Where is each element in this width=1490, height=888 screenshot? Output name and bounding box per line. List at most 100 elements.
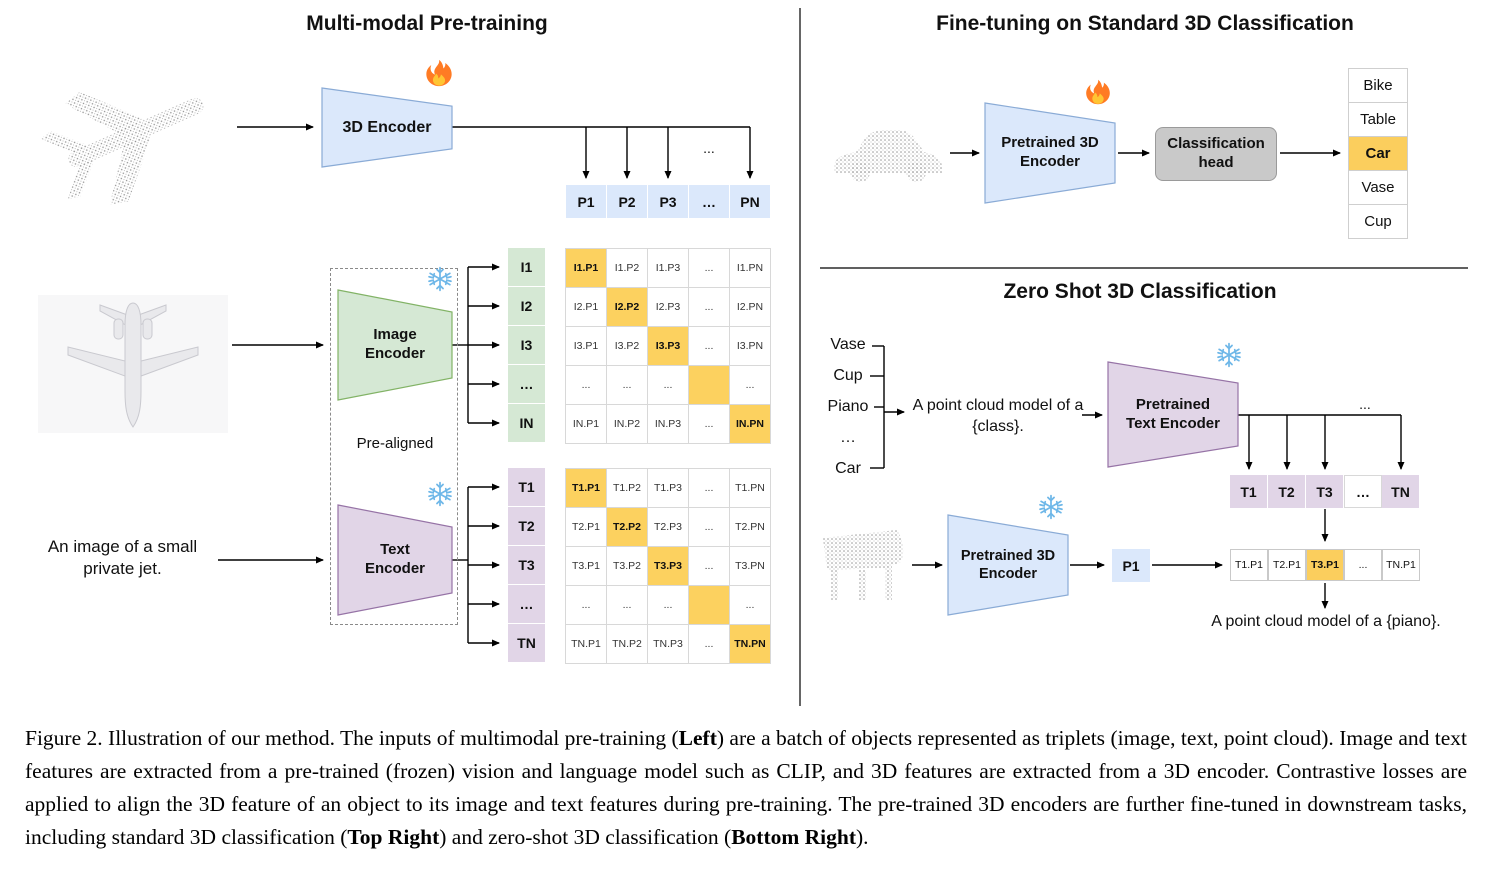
- zeroshot-panel-title: Zero Shot 3D Classification: [1003, 280, 1277, 303]
- matrix-cell: T1.P2: [607, 469, 647, 507]
- matrix-cell: ...: [689, 249, 729, 287]
- class-cell: Cup: [1348, 204, 1408, 239]
- matrix-cell: I3.P1: [566, 327, 606, 365]
- t-cell: …: [508, 585, 545, 623]
- matrix-cell: [689, 586, 729, 624]
- zs-class-label: Vase: [830, 336, 866, 353]
- t-cell: T2: [508, 507, 545, 545]
- t-cell: T3: [508, 546, 545, 584]
- i-cell: I3: [508, 326, 545, 364]
- matrix-cell: ...: [566, 586, 606, 624]
- piano-pointcloud: [815, 518, 910, 606]
- matrix-cell: T1.P1: [566, 469, 606, 507]
- t-cell: T1: [508, 468, 545, 506]
- pretrained-3d-encoder-finetune: Pretrained 3D Encoder: [985, 103, 1115, 203]
- pretrained-text-encoder: Pretrained Text Encoder: [1108, 362, 1238, 467]
- t-cell: T2: [1268, 475, 1306, 508]
- matrix-cell: ...: [730, 366, 770, 404]
- matrix-cell: T2.PN: [730, 508, 770, 546]
- snowflake-icon: [1216, 342, 1242, 368]
- snowflake-icon: [1038, 494, 1064, 520]
- matrix-cell: I2.P2: [607, 288, 647, 326]
- figure-caption: Figure 2. Illustration of our method. Th…: [25, 726, 1467, 849]
- i-cell: …: [508, 365, 545, 403]
- t-cell: T1: [1230, 475, 1268, 508]
- matrix-cell: ...: [566, 366, 606, 404]
- result-cell: T2.P1: [1268, 549, 1306, 581]
- branch-ellipsis: ...: [703, 140, 715, 156]
- matrix-cell: I3.PN: [730, 327, 770, 365]
- prealigned-group-box: [330, 268, 458, 625]
- matrix-cell: IN.PN: [730, 405, 770, 443]
- snowflake-icon: [427, 481, 453, 507]
- prompt-text: A point cloud model of a {class}.: [912, 397, 1084, 435]
- image-encoder-label: Image Encoder: [364, 326, 425, 362]
- image-encoder: Image Encoder: [338, 290, 452, 400]
- matrix-cell: ...: [689, 625, 729, 663]
- 3d-encoder: 3D Encoder: [322, 88, 452, 167]
- left-panel-title: Multi-modal Pre-training: [306, 12, 548, 35]
- input-text-caption: An image of a small private jet.: [47, 537, 198, 579]
- class-cell: Bike: [1348, 68, 1408, 103]
- t-cell: …: [1344, 475, 1382, 508]
- p-cell: P3: [648, 185, 688, 218]
- p-cell: P1: [566, 185, 606, 218]
- fire-icon: [1084, 78, 1112, 106]
- point-feature-cell: P1: [1112, 549, 1150, 582]
- matrix-cell: IN.P1: [566, 405, 606, 443]
- matrix-cell: ...: [689, 547, 729, 585]
- matrix-cell: I1.P3: [648, 249, 688, 287]
- matrix-cell: T2.P1: [566, 508, 606, 546]
- branch-ellipsis: ...: [1359, 396, 1371, 412]
- p-cell: P2: [607, 185, 647, 218]
- matrix-cell: T3.P3: [648, 547, 688, 585]
- text-encoder-label: Text Encoder: [364, 541, 425, 577]
- zs-class-label: …: [840, 429, 856, 446]
- matrix-cell: T1.PN: [730, 469, 770, 507]
- matrix-cell: TN.P1: [566, 625, 606, 663]
- matrix-cell: ...: [689, 405, 729, 443]
- matrix-cell: ...: [607, 586, 647, 624]
- matrix-cell: ...: [689, 288, 729, 326]
- pretrained-text-encoder-label: Pretrained Text Encoder: [1126, 395, 1220, 432]
- finetune-panel-title: Fine-tuning on Standard 3D Classificatio…: [936, 12, 1354, 35]
- result-cell: T1.P1: [1230, 549, 1268, 581]
- i-cell: I1: [508, 248, 545, 286]
- matrix-cell: [689, 366, 729, 404]
- snowflake-icon: [427, 266, 453, 292]
- matrix-cell: IN.P3: [648, 405, 688, 443]
- airplane-pointcloud: [35, 48, 235, 218]
- t-cell: TN: [508, 624, 545, 662]
- matrix-cell: I2.P3: [648, 288, 688, 326]
- fire-icon: [424, 58, 454, 88]
- matrix-cell: I2.PN: [730, 288, 770, 326]
- matrix-cell: I1.PN: [730, 249, 770, 287]
- class-cell: Vase: [1348, 170, 1408, 205]
- matrix-cell: T2.P3: [648, 508, 688, 546]
- matrix-cell: ...: [689, 327, 729, 365]
- prealigned-label: Pre-aligned: [356, 435, 434, 452]
- result-cell: T3.P1: [1306, 549, 1344, 581]
- pretrained-3d-encoder-zeroshot: Pretrained 3D Encoder: [948, 515, 1068, 615]
- matrix-cell: I1.P2: [607, 249, 647, 287]
- matrix-cell: T1.P3: [648, 469, 688, 507]
- p-cell: …: [689, 185, 729, 218]
- result-cell: TN.P1: [1382, 549, 1420, 581]
- matrix-cell: I2.P1: [566, 288, 606, 326]
- matrix-cell: IN.P2: [607, 405, 647, 443]
- 3d-encoder-label: 3D Encoder: [342, 118, 432, 136]
- text-encoder: Text Encoder: [338, 505, 452, 615]
- output-text: A point cloud model of a {piano}.: [1211, 613, 1441, 630]
- matrix-cell: ...: [689, 469, 729, 507]
- p-cell: PN: [730, 185, 770, 218]
- matrix-cell: T3.P1: [566, 547, 606, 585]
- matrix-cell: TN.PN: [730, 625, 770, 663]
